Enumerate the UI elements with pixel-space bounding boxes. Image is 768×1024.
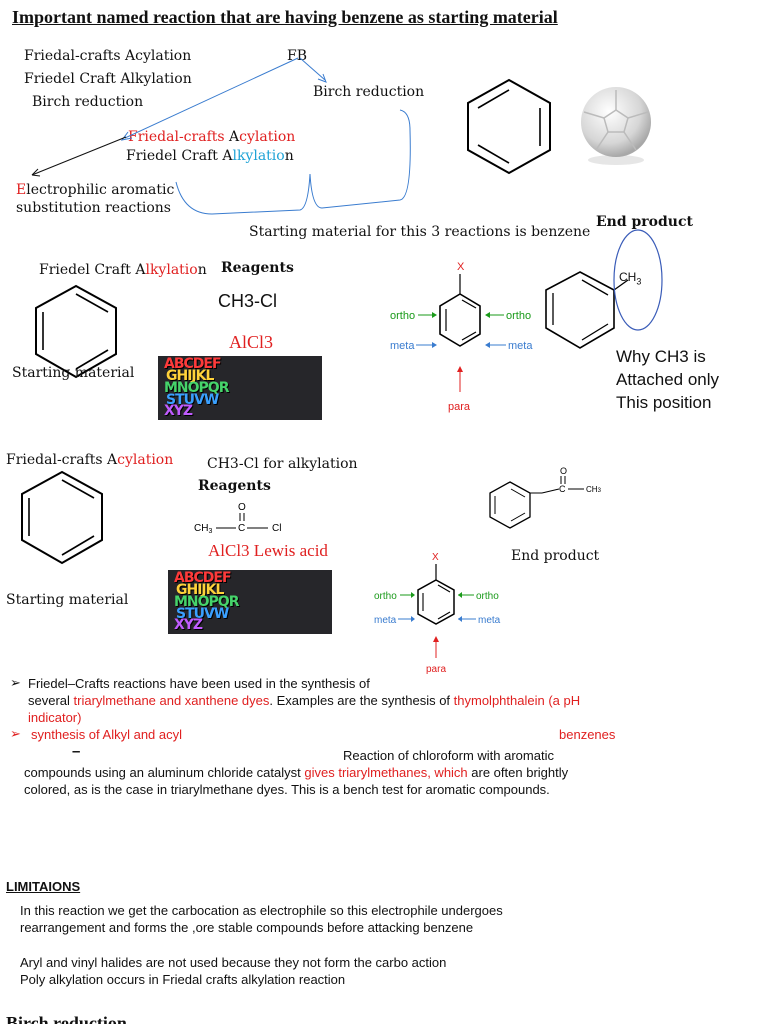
ortho-right-2: ortho: [476, 591, 499, 602]
bullet-1-line-3: indicator): [28, 710, 82, 725]
question-line-3: This position: [616, 393, 712, 412]
limitations-p2-line1: Aryl and vinyl halides are not used beca…: [20, 955, 447, 970]
birch-reduction-label: Birch reduction: [313, 84, 425, 100]
question-line-2: Attached only: [616, 370, 720, 389]
page-title: Important named reaction that are having…: [12, 7, 558, 27]
limitations-p2-line2: Poly alkylation occurs in Friedal crafts…: [20, 972, 346, 987]
question-line-1: Why CH3 is: [616, 347, 706, 366]
substitution-positions-diagram-1: X ortho ortho meta meta para: [390, 261, 533, 413]
reagents-label-2: Reagents: [198, 478, 271, 494]
c-atom-2: C: [559, 484, 566, 494]
reagents-label-1: Reagents: [221, 260, 294, 276]
starting-material-label-2: Starting material: [6, 592, 129, 608]
chloroform-line-1: Reaction of chloroform with aromatic: [343, 748, 554, 763]
meta-right-2: meta: [478, 615, 501, 626]
o-atom-2: O: [560, 466, 567, 476]
ortho-left: ortho: [390, 310, 415, 322]
toluene-structure: [545, 229, 663, 349]
o-atom: O: [238, 502, 246, 513]
end-product-label-2: End product: [511, 548, 600, 564]
eas-label: Electrophilic aromatic: [16, 182, 175, 198]
meta-left-2: meta: [374, 615, 397, 626]
birch-reduction-heading: Birch reduction: [6, 1013, 127, 1024]
ch3-label-toluene: CH3: [619, 270, 642, 287]
alkylation-label: Friedel Craft Alkylation: [126, 148, 294, 164]
bullet-1-line-2: several triarylmethane and xanthene dyes…: [28, 693, 581, 708]
x-label-2: X: [432, 552, 439, 563]
acetophenone-structure: O C CH3: [489, 466, 602, 529]
chloroform-line-2: compounds using an aluminum chloride cat…: [24, 765, 569, 780]
acetyl-chloride-structure: O CH3 C Cl: [194, 502, 281, 535]
alkylation-section-title: Friedel Craft Alkylation: [39, 262, 207, 278]
list-item-alkylation: Friedel Craft Alkylation: [24, 71, 192, 87]
eas-label-line2: substitution reactions: [16, 200, 171, 216]
top-arrows: [31, 57, 411, 215]
ortho-right: ortho: [506, 310, 531, 322]
c-atom: C: [238, 523, 245, 534]
dash-mark: –: [72, 743, 81, 760]
ch3-atom-2: CH3: [586, 485, 602, 494]
reagent-alcl3: AlCl3: [229, 332, 274, 352]
limitations-heading: LIMITAIONS: [6, 879, 81, 894]
ortho-left-2: ortho: [374, 591, 397, 602]
alphabet-blocks-image-2: ABCDEF GHIJKL MNOPQR STUVW XYZ: [168, 570, 332, 634]
end-product-label-top: End product: [596, 214, 693, 230]
bullet-2-text: synthesis of Alkyl and acyl: [31, 727, 183, 742]
meta-left: meta: [390, 340, 415, 352]
limitations-p1-line1: In this reaction we get the carbocation …: [20, 903, 503, 918]
soccer-ball-image: [581, 87, 651, 165]
reagent-ch3cl: CH3-Cl: [218, 291, 278, 311]
starting-material-label-1: Starting material: [12, 365, 135, 381]
benzene-structure-top: [467, 78, 551, 175]
bullet-2-benzenes: benzenes: [559, 727, 616, 742]
meta-right: meta: [508, 340, 533, 352]
acylation-label: Friedal-crafts Acylation: [128, 129, 296, 145]
chloroform-line-3: colored, as is the case in triarylmethan…: [24, 782, 550, 797]
cl-atom: Cl: [272, 523, 281, 534]
acylation-section-title: Friedal-crafts Acylation: [6, 452, 174, 468]
bullet-1-line-1: Friedel–Crafts reactions have been used …: [28, 676, 370, 691]
starting-material-note: Starting material for this 3 reactions i…: [249, 224, 591, 240]
bullet-arrow-1: ➢: [10, 676, 21, 691]
list-item-acylation: Friedal-crafts Acylation: [24, 48, 192, 64]
alphabet-blocks-image-1: ABCDEF GHIJKL MNOPQR STUVW XYZ: [158, 356, 322, 420]
lewis-acid-label: AlCl3 Lewis acid: [208, 541, 328, 560]
x-label: X: [457, 261, 465, 273]
list-item-birch: Birch reduction: [32, 94, 144, 110]
bullet-arrow-2: ➢: [10, 727, 21, 742]
para-label-2: para: [426, 664, 446, 675]
substitution-positions-diagram-2: X ortho ortho meta meta para: [374, 552, 501, 675]
benzene-structure-alkylation: [35, 284, 117, 379]
benzene-structure-acylation: [21, 470, 103, 565]
ch3-atom: CH3: [194, 523, 212, 535]
limitations-p1-line2: rearrangement and forms the ,ore stable …: [20, 920, 474, 935]
ch3cl-note: CH3-Cl for alkylation: [207, 456, 358, 472]
para-label: para: [448, 401, 471, 413]
